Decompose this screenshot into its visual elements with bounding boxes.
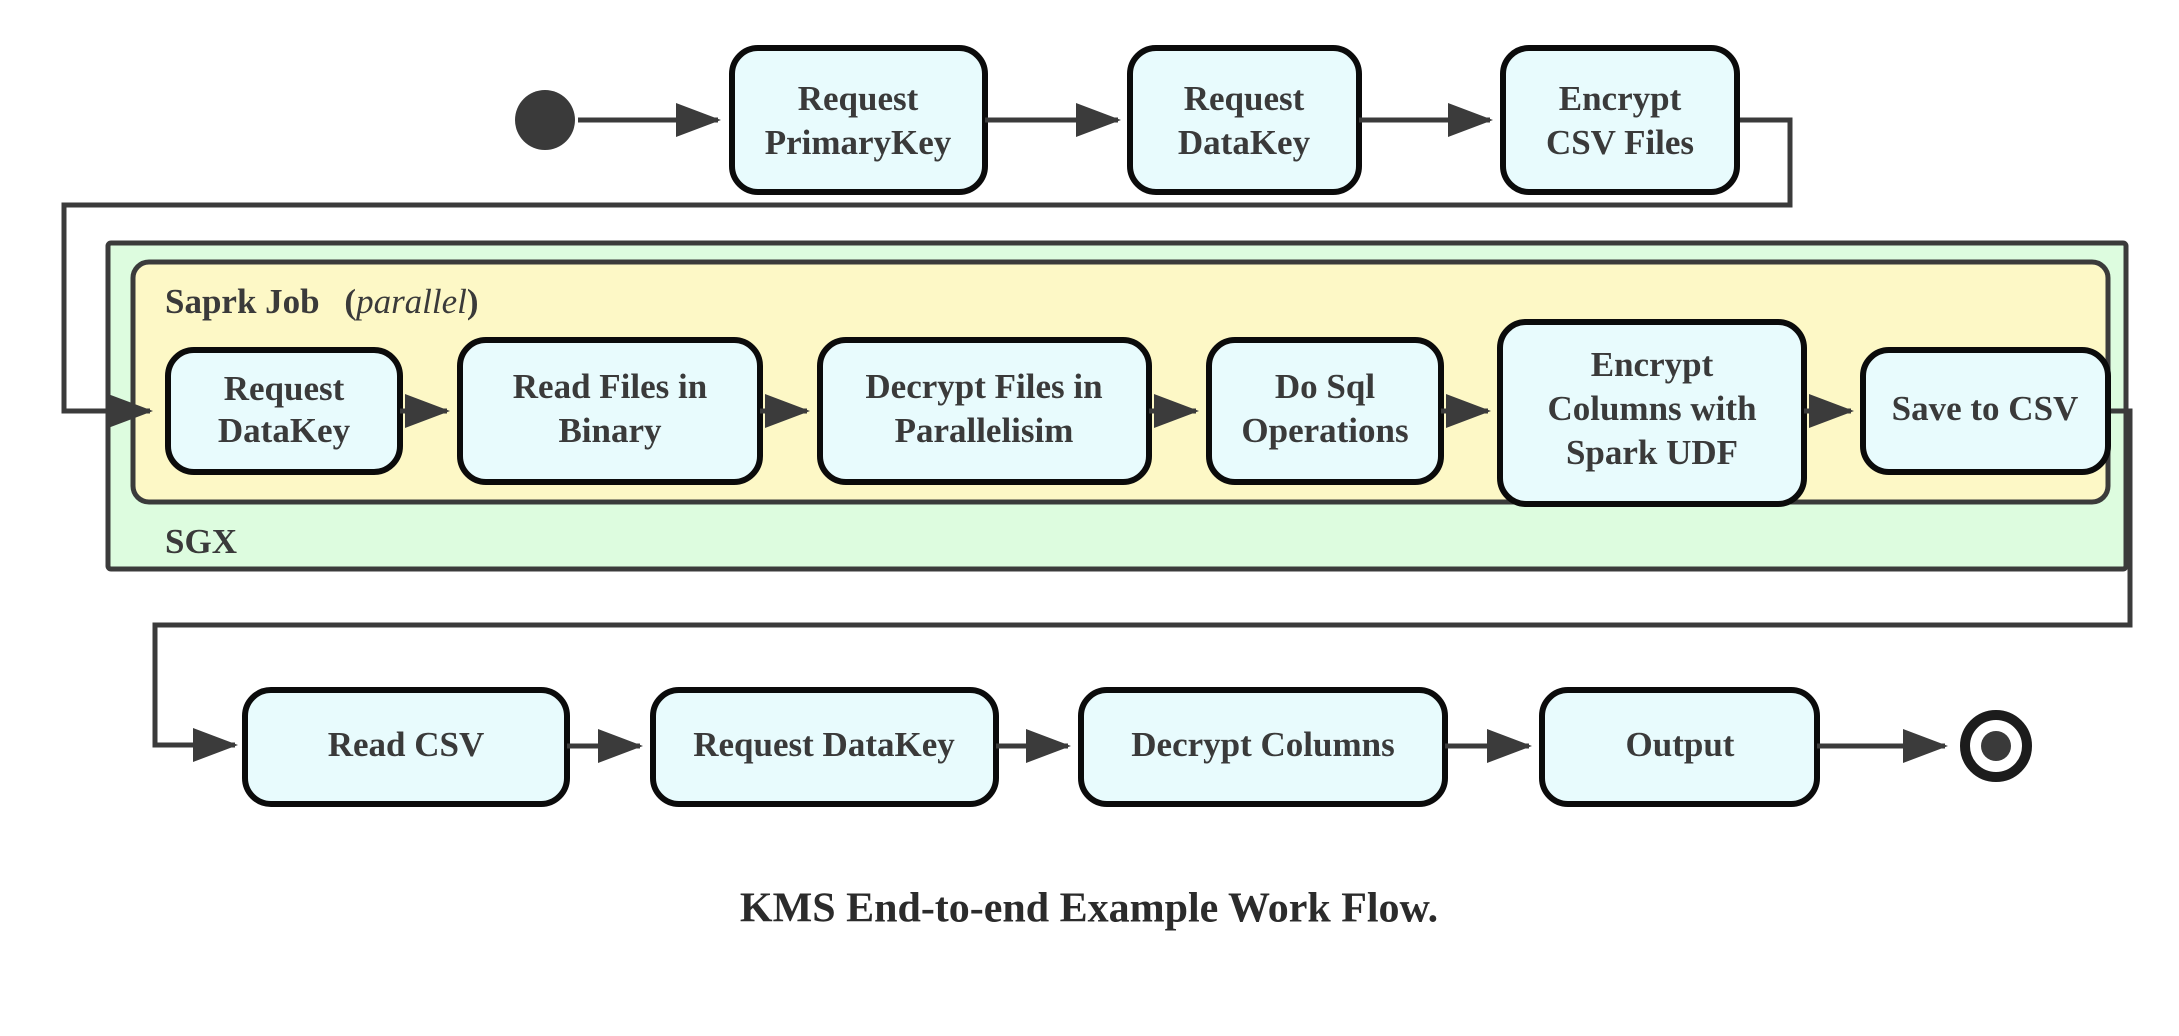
spark-job-paren-close: ) xyxy=(467,282,479,321)
spark-job-group-label: Saprk Job (parallel) xyxy=(165,282,479,321)
node-encrypt-csv-files-line-0: Encrypt xyxy=(1559,79,1682,118)
diagram-caption: KMS End-to-end Example Work Flow. xyxy=(740,886,1438,932)
node-request-datakey-top-line-1: DataKey xyxy=(1178,123,1311,162)
node-read-files-in-binary-line-1: Binary xyxy=(558,411,662,450)
node-read-files-in-binary-line-0: Read Files in xyxy=(513,367,707,406)
node-request-primarykey[interactable] xyxy=(729,45,988,195)
node-request-datakey-spark-line-0: Request xyxy=(224,369,345,408)
start-node xyxy=(515,90,575,150)
sgx-group-label: SGX xyxy=(165,522,237,561)
node-save-to-csv-line-0: Save to CSV xyxy=(1892,389,2079,428)
node-request-primarykey-line-0: Request xyxy=(798,79,919,118)
node-decrypt-columns-line-0: Decrypt Columns xyxy=(1131,725,1394,764)
spark-job-annotation: parallel xyxy=(353,282,467,321)
spark-job-paren-open: ( xyxy=(344,282,356,321)
node-request-datakey-top[interactable] xyxy=(1127,45,1362,195)
node-encrypt-columns-with-spark-udf-line-0: Encrypt xyxy=(1591,345,1714,384)
end-node-inner-dot xyxy=(1981,731,2011,761)
node-request-primarykey-line-1: PrimaryKey xyxy=(765,123,952,162)
node-decrypt-files-in-parallelisim-line-1: Parallelisim xyxy=(895,411,1074,450)
node-decrypt-files-in-parallelisim-line-0: Decrypt Files in xyxy=(865,367,1102,406)
node-encrypt-columns-with-spark-udf-line-1: Columns with xyxy=(1547,389,1756,428)
node-read-csv-line-0: Read CSV xyxy=(328,725,485,764)
node-do-sql-operations-line-0: Do Sql xyxy=(1275,367,1375,406)
node-request-datakey-bottom-line-0: Request DataKey xyxy=(693,725,955,764)
node-request-datakey-spark-line-1: DataKey xyxy=(218,411,351,450)
node-save-to-csv[interactable] xyxy=(1860,347,2111,475)
node-encrypt-columns-with-spark-udf-line-2: Spark UDF xyxy=(1566,433,1738,472)
node-request-datakey-top-line-0: Request xyxy=(1184,79,1305,118)
node-do-sql-operations-line-1: Operations xyxy=(1241,411,1408,450)
spark-job-label-text: Saprk Job xyxy=(165,282,320,321)
node-output-line-0: Output xyxy=(1626,725,1735,764)
edge-encrypt-to-spark xyxy=(61,117,1793,428)
node-encrypt-csv-files-line-1: CSV Files xyxy=(1546,123,1694,162)
edge-savecsv-to-readcsv xyxy=(152,408,2133,762)
node-encrypt-csv-files[interactable] xyxy=(1500,45,1740,195)
